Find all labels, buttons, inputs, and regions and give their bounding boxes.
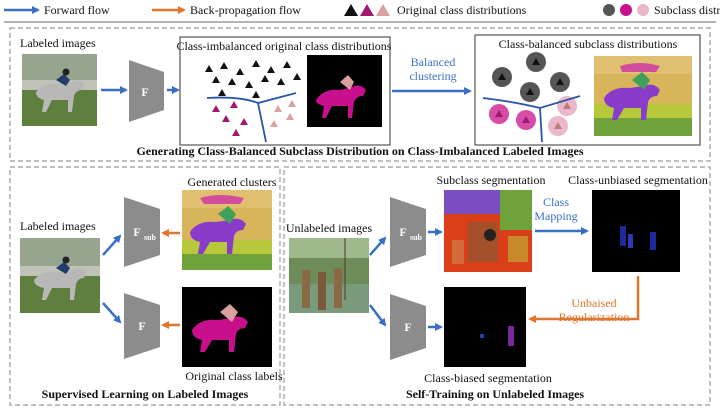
original-class-scatter <box>205 60 301 143</box>
encoder-fsub-bl: F sub <box>124 197 160 267</box>
balanced-box-title: Class-balanced subclass distributions <box>499 37 678 51</box>
arrow-to-f-br <box>369 304 387 327</box>
encoder-f-bl-label: F <box>138 319 145 333</box>
legend-original-class-distributions: Original class distributions <box>397 3 527 17</box>
generated-clusters-label: Generated clusters <box>188 175 277 189</box>
class-unbiased-segmentation-image <box>592 190 680 272</box>
subclass-segmentation-image <box>444 190 532 272</box>
generated-clusters-image <box>182 190 272 270</box>
encoder-fsub-br: F sub <box>390 197 426 267</box>
legend-subclass-distributions: Subclass distributions <box>654 3 720 17</box>
bottom-right-caption: Self-Training on Unlabeled Images <box>406 387 584 401</box>
segmentation-mask-top <box>307 55 382 127</box>
top-panel: Labeled images F Class-imbalanced origin… <box>9 27 711 162</box>
bottom-left-border <box>9 166 281 406</box>
imbalanced-box-title: Class-imbalanced original class distribu… <box>177 39 392 53</box>
arrow-to-fsub-bl <box>102 234 122 256</box>
legend-back-propagation-flow: Back-propagation flow <box>190 3 301 17</box>
unbiased-regularization-arrow <box>528 276 640 323</box>
labeled-images-label: Labeled images <box>20 36 96 50</box>
unlabeled-images-label: Unlabeled images <box>286 221 373 235</box>
unbiased-regularization-label-1: Unbaised <box>571 296 616 310</box>
encoder-f-top-label: F <box>141 85 148 99</box>
labeled-horse-image-bl <box>20 238 100 313</box>
class-biased-segmentation-label: Class-biased segmentation <box>424 371 552 385</box>
class-mapping-label-2: Mapping <box>534 209 577 223</box>
labeled-images-label-bl: Labeled images <box>20 219 96 233</box>
legend-forward-flow: Forward flow <box>44 3 110 17</box>
bottom-left-caption: Supervised Learning on Labeled Images <box>42 387 249 401</box>
encoder-fsub-br-label: F <box>399 225 406 239</box>
subclass-segmentation-top <box>594 56 692 136</box>
bottom-right-panel: Unlabeled images F sub F Subclass segmen… <box>283 166 711 406</box>
circles-legend-icon <box>603 4 649 16</box>
class-mapping-label-1: Class <box>543 195 569 209</box>
bottom-left-panel: Labeled images F sub F Generated cluster… <box>9 166 283 406</box>
top-panel-caption: Generating Class-Balanced Subclass Distr… <box>136 144 583 158</box>
balanced-clustering-label-1: Balanced <box>411 55 456 69</box>
triangles-legend-icon <box>344 4 390 16</box>
encoder-fsub-bl-label: F <box>133 225 140 239</box>
class-biased-segmentation-image <box>444 287 526 367</box>
unbiased-regularization-label-2: Regularization <box>559 310 630 324</box>
original-class-labels-image <box>182 287 272 367</box>
class-unbiased-segmentation-label: Class-unbiased segmentation <box>568 173 708 187</box>
encoder-f-br: F <box>390 294 426 360</box>
encoder-fsub-br-subscript: sub <box>410 233 423 242</box>
original-class-labels-label: Original class labels <box>185 369 283 383</box>
subclass-scatter <box>482 52 581 143</box>
labeled-horse-image <box>22 54 97 126</box>
subclass-segmentation-label: Subclass segmentation <box>437 173 546 187</box>
legend: Forward flow Back-propagation flow Origi… <box>4 3 720 23</box>
encoder-f-top: F <box>129 60 164 122</box>
encoder-fsub-bl-subscript: sub <box>144 233 157 242</box>
bottom-right-border <box>283 166 711 406</box>
arrow-to-fsub-br <box>369 236 387 256</box>
encoder-f-bl: F <box>124 293 160 359</box>
balanced-clustering-label-2: clustering <box>409 69 456 83</box>
arrow-to-f-bl <box>102 302 122 324</box>
encoder-f-br-label: F <box>404 320 411 334</box>
unlabeled-boat-image <box>289 238 369 313</box>
